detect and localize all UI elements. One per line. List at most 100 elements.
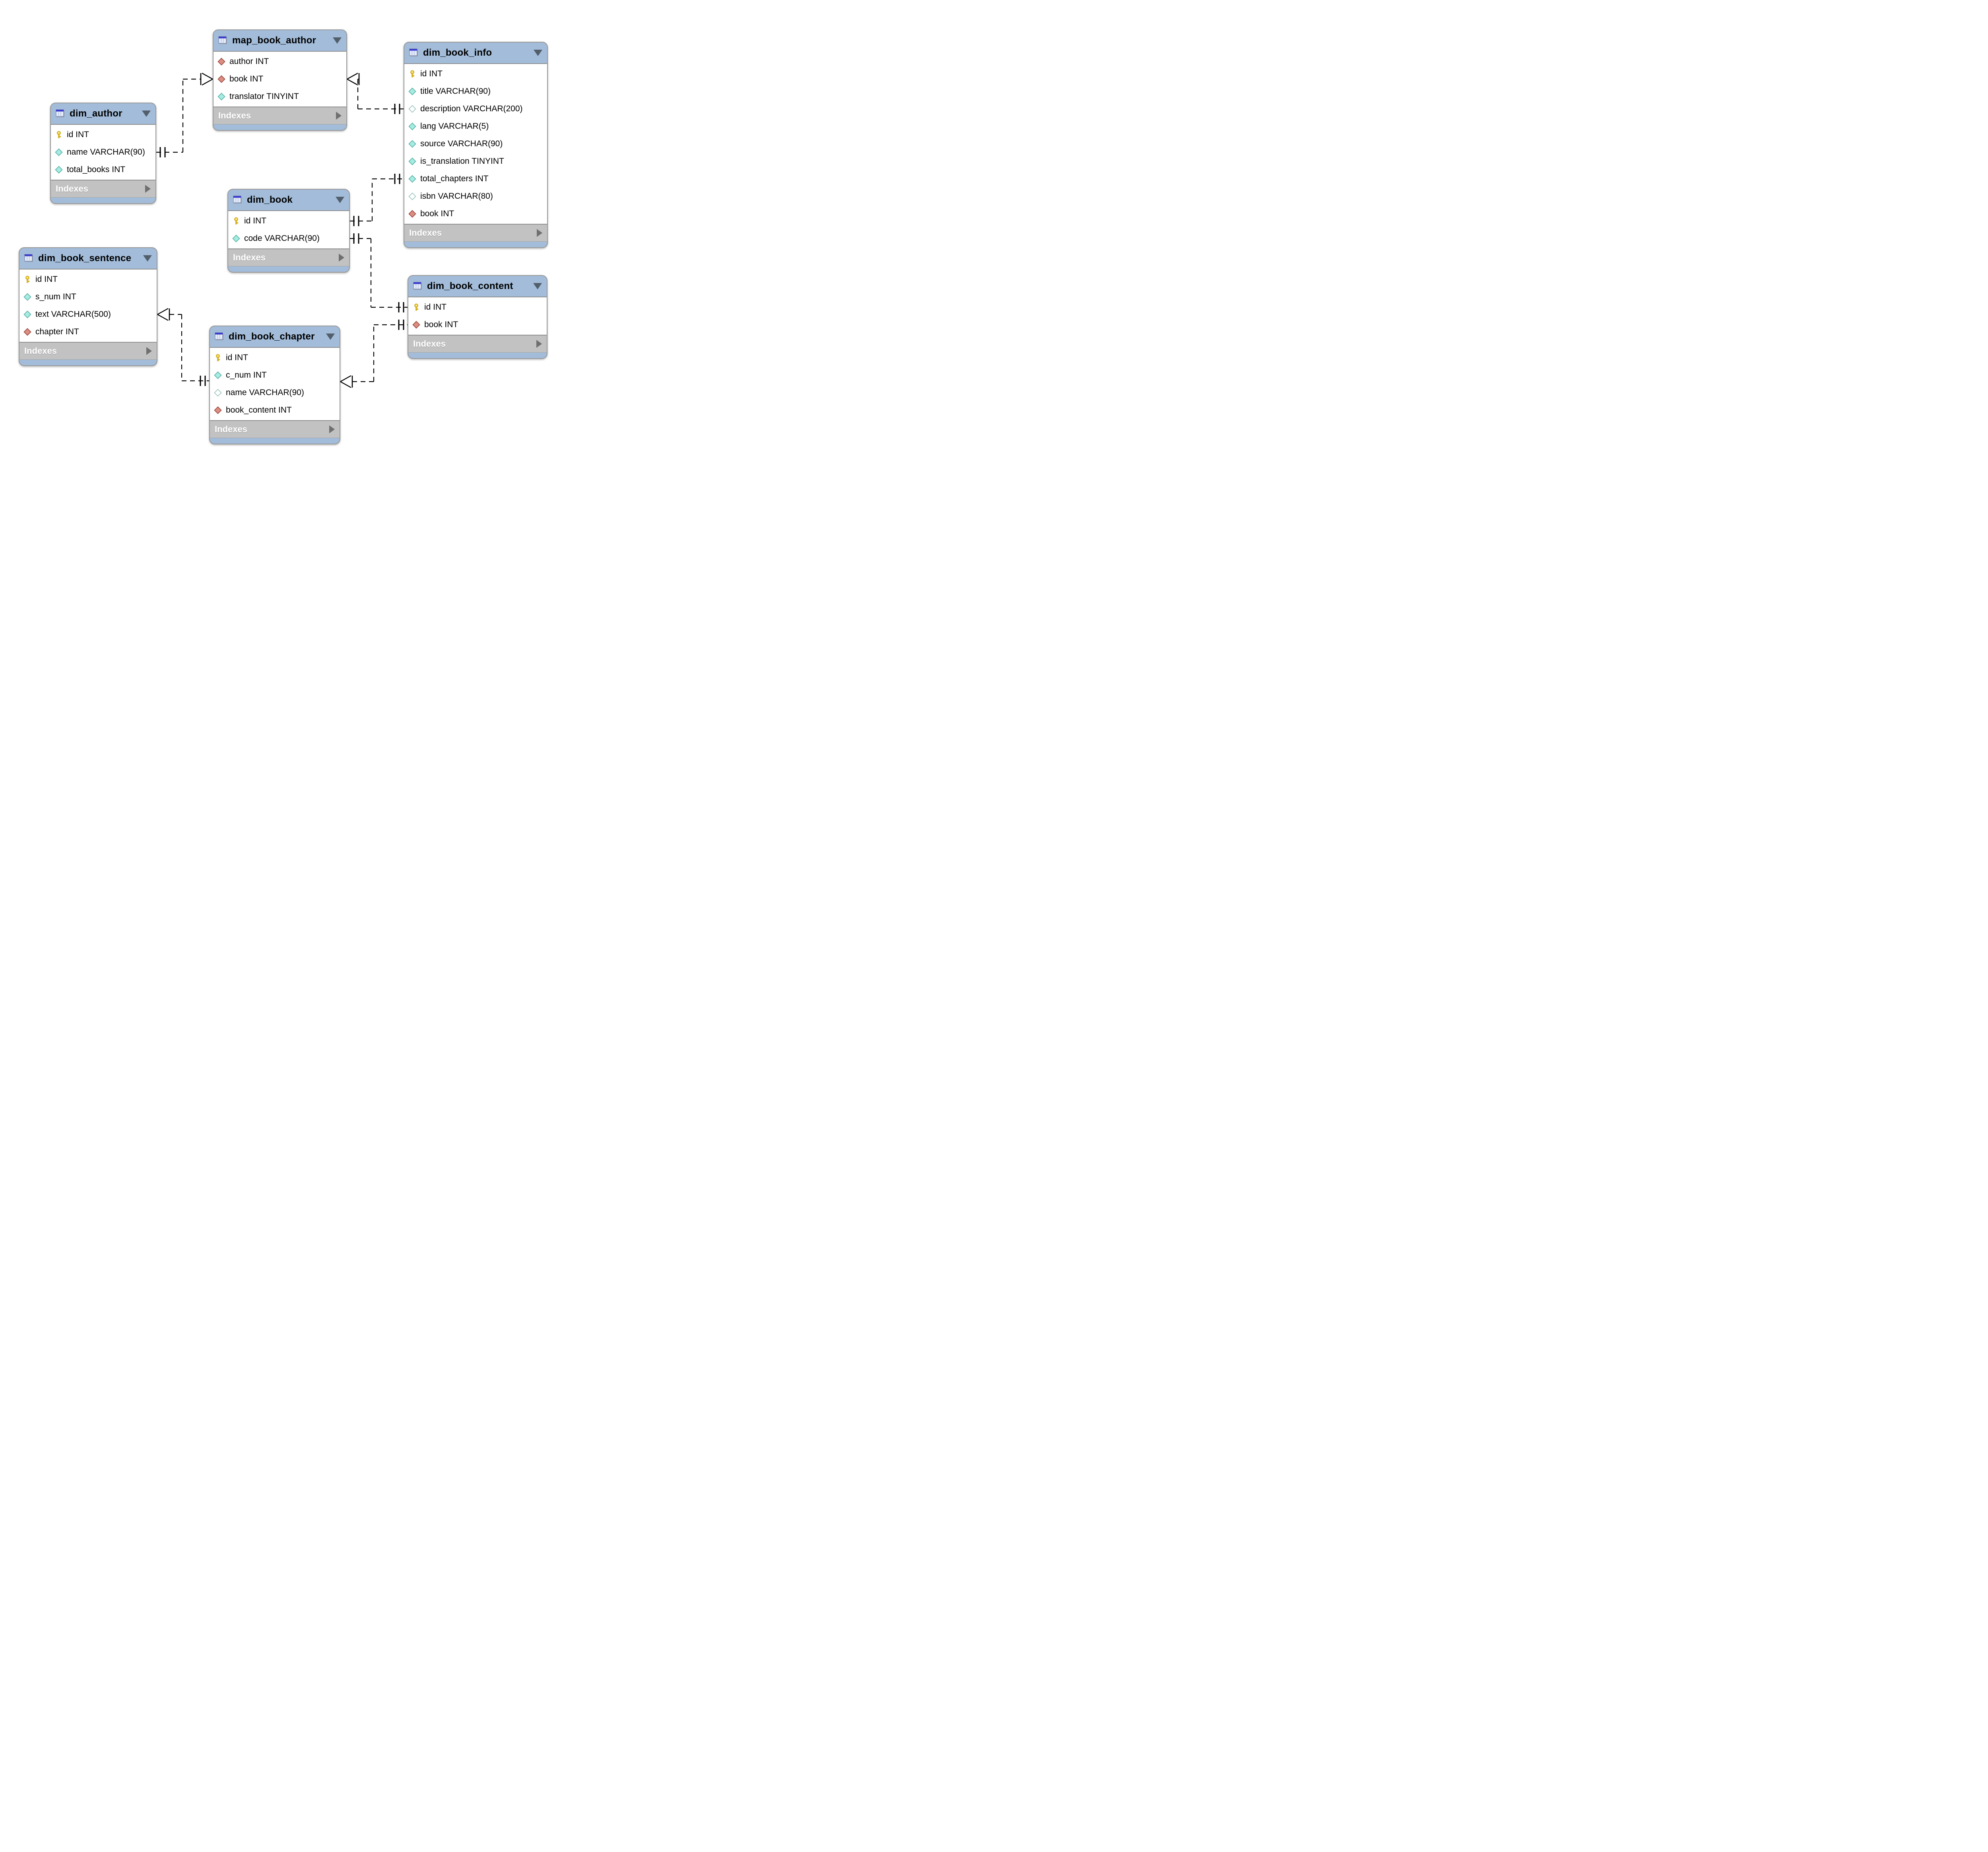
table-icon xyxy=(218,36,228,45)
column-label: text VARCHAR(500) xyxy=(35,310,111,319)
attribute-diamond-icon xyxy=(23,310,31,318)
column-row: book INT xyxy=(404,205,547,223)
key-icon xyxy=(232,217,240,225)
relationship-map_book_author-dim_book_info[interactable] xyxy=(347,72,404,114)
column-label: description VARCHAR(200) xyxy=(420,104,523,113)
table-dim_book_content[interactable]: dim_book_content id INT book INT Indexes xyxy=(408,275,547,359)
relationship-dim_book-dim_book_info[interactable] xyxy=(350,174,404,226)
indexes-bar[interactable]: Indexes xyxy=(404,225,547,242)
indexes-bar[interactable]: Indexes xyxy=(210,421,340,438)
column-row: id INT xyxy=(404,65,547,83)
expand-arrow-icon[interactable] xyxy=(146,347,152,355)
column-row: id INT xyxy=(210,349,340,367)
collapse-arrow-icon[interactable] xyxy=(143,255,152,262)
attribute-diamond-open-icon xyxy=(408,105,416,113)
column-row: c_num INT xyxy=(210,367,340,384)
attribute-diamond-icon xyxy=(55,166,63,174)
column-row: s_num INT xyxy=(19,288,157,306)
key-icon xyxy=(408,70,416,78)
column-label: total_books INT xyxy=(67,165,126,174)
table-icon xyxy=(413,282,423,291)
indexes-label: Indexes xyxy=(218,111,251,120)
indexes-label: Indexes xyxy=(409,228,442,238)
attribute-diamond-icon xyxy=(55,148,63,156)
relationship-dim_author-map_book_author[interactable] xyxy=(156,72,213,157)
table-header[interactable]: dim_book_sentence xyxy=(19,248,157,269)
indexes-bar[interactable]: Indexes xyxy=(19,343,157,360)
table-title: dim_book_info xyxy=(423,47,492,58)
expand-arrow-icon[interactable] xyxy=(145,185,151,193)
table-header[interactable]: dim_book_chapter xyxy=(210,326,340,347)
column-label: id INT xyxy=(424,303,447,312)
collapse-arrow-icon[interactable] xyxy=(142,111,151,117)
column-label: author INT xyxy=(229,57,269,66)
column-label: book INT xyxy=(420,209,454,218)
expand-arrow-icon[interactable] xyxy=(536,340,542,348)
key-icon xyxy=(55,131,63,139)
table-icon xyxy=(233,196,243,204)
table-title: dim_book_chapter xyxy=(229,331,315,342)
table-header[interactable]: dim_author xyxy=(51,103,155,124)
expand-arrow-icon[interactable] xyxy=(537,229,542,237)
collapse-arrow-icon[interactable] xyxy=(533,283,542,289)
indexes-bar[interactable]: Indexes xyxy=(228,249,349,266)
column-row: source VARCHAR(90) xyxy=(404,135,547,153)
column-row: lang VARCHAR(5) xyxy=(404,118,547,135)
table-icon xyxy=(56,109,65,118)
column-label: book INT xyxy=(229,74,264,83)
indexes-label: Indexes xyxy=(215,424,247,434)
table-header[interactable]: dim_book_info xyxy=(404,43,547,63)
column-row: id INT xyxy=(19,271,157,288)
collapse-arrow-icon[interactable] xyxy=(326,334,335,340)
expand-arrow-icon[interactable] xyxy=(336,112,342,120)
attribute-diamond-icon xyxy=(214,371,222,379)
column-row: id INT xyxy=(408,299,547,316)
column-row: id INT xyxy=(228,212,349,230)
indexes-bar[interactable]: Indexes xyxy=(408,335,547,353)
column-label: id INT xyxy=(420,69,443,78)
fk-diamond-icon xyxy=(408,210,416,218)
attribute-diamond-icon xyxy=(23,293,31,301)
table-title: dim_author xyxy=(70,108,122,119)
column-row: book INT xyxy=(408,316,547,334)
column-row: total_books INT xyxy=(51,161,155,178)
column-row: is_translation TINYINT xyxy=(404,153,547,170)
collapse-arrow-icon[interactable] xyxy=(534,50,542,56)
collapse-arrow-icon[interactable] xyxy=(336,197,344,203)
column-label: id INT xyxy=(244,216,267,225)
table-icon xyxy=(409,48,419,57)
table-header[interactable]: dim_book_content xyxy=(408,276,547,297)
column-list: id INT book INT xyxy=(408,297,547,335)
column-row: description VARCHAR(200) xyxy=(404,100,547,118)
table-header[interactable]: map_book_author xyxy=(214,30,346,51)
table-title: dim_book xyxy=(247,194,293,205)
collapse-arrow-icon[interactable] xyxy=(333,37,342,44)
relationship-dim_book-dim_book_content[interactable] xyxy=(350,233,408,312)
column-label: name VARCHAR(90) xyxy=(226,388,304,397)
expand-arrow-icon[interactable] xyxy=(329,425,335,433)
indexes-bar[interactable]: Indexes xyxy=(214,107,346,124)
column-label: name VARCHAR(90) xyxy=(67,147,145,157)
key-icon xyxy=(23,275,31,283)
column-label: is_translation TINYINT xyxy=(420,157,504,166)
relationship-dim_book_chapter-dim_book_content[interactable] xyxy=(340,320,408,388)
column-label: source VARCHAR(90) xyxy=(420,139,503,148)
column-row: text VARCHAR(500) xyxy=(19,306,157,323)
column-row: name VARCHAR(90) xyxy=(51,144,155,161)
expand-arrow-icon[interactable] xyxy=(339,254,344,262)
indexes-label: Indexes xyxy=(24,346,57,356)
table-header[interactable]: dim_book xyxy=(228,190,349,210)
relationship-dim_book_sentence-dim_book_chapter[interactable] xyxy=(157,308,209,386)
column-row: name VARCHAR(90) xyxy=(210,384,340,401)
column-label: book INT xyxy=(424,320,458,329)
indexes-bar[interactable]: Indexes xyxy=(51,180,155,198)
